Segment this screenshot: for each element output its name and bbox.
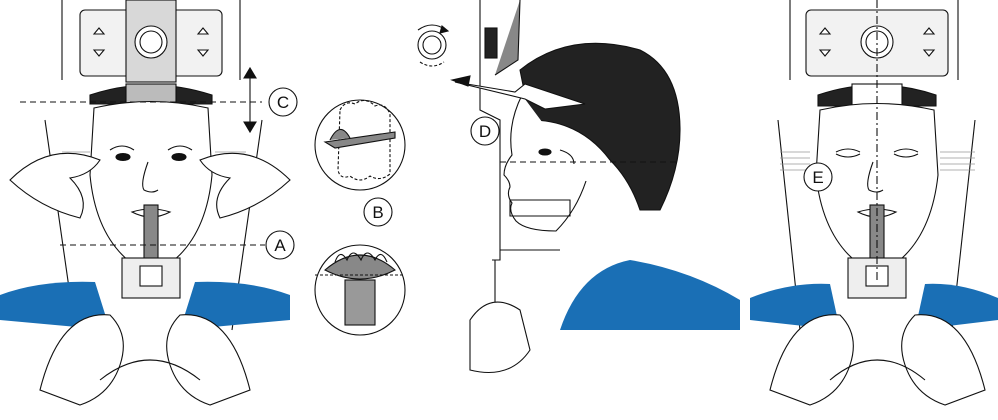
panel-side-view [418, 0, 740, 373]
label-b: B [372, 203, 383, 222]
callout-e: E [804, 163, 832, 191]
callout-b: B [364, 198, 392, 226]
panel-bite-detail [315, 100, 405, 335]
shoulder-side [560, 260, 740, 330]
direction-arrow-icon [452, 76, 470, 86]
label-e: E [812, 168, 823, 187]
panel-front-final [750, 0, 998, 405]
callout-d: D [471, 117, 499, 145]
callout-a: A [266, 231, 294, 259]
hand-side [470, 302, 530, 373]
label-c: C [277, 93, 289, 112]
detail-teeth-side [315, 100, 405, 190]
callout-c: C [269, 88, 297, 116]
panel-front-positioning [0, 0, 290, 405]
rotate-knob-icon [418, 31, 446, 59]
label-d: D [479, 122, 491, 141]
label-a: A [274, 236, 286, 255]
